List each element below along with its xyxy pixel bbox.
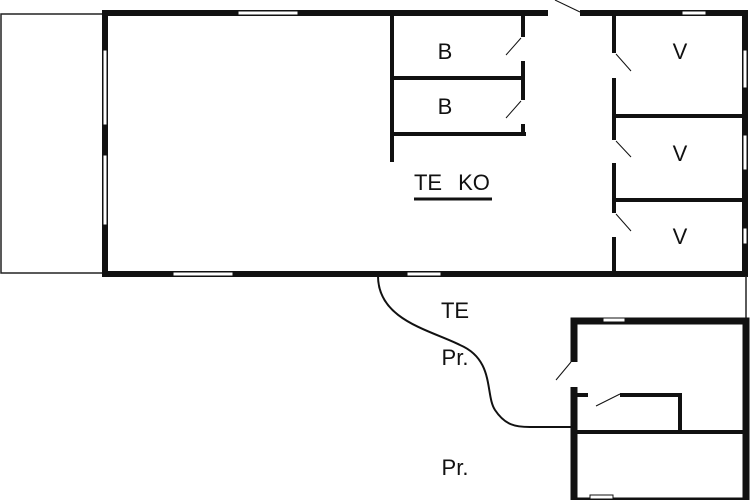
terrace-curve bbox=[377, 275, 572, 428]
room-label-bedroom-2: V bbox=[672, 141, 688, 166]
main-house-walls bbox=[102, 10, 748, 277]
annex-interior-walls bbox=[577, 393, 744, 434]
room-label-bedroom-3: V bbox=[672, 224, 688, 249]
annex-door-gap bbox=[569, 362, 579, 387]
annex-windows bbox=[589, 317, 626, 500]
room-label-bath-2: B bbox=[437, 94, 453, 119]
room-label-porch-lower: Pr. bbox=[441, 455, 469, 480]
interior-walls bbox=[390, 14, 744, 273]
terrace-outline bbox=[0, 13, 104, 274]
room-label-bath-1: B bbox=[437, 39, 453, 64]
room-label-kitchen: KO bbox=[458, 170, 490, 195]
room-label-kitchen-overlay: TE bbox=[413, 170, 443, 195]
entrance-door-gap bbox=[548, 9, 580, 17]
door-swings bbox=[505, 37, 632, 232]
annex-inner-door-swing bbox=[595, 393, 621, 407]
entrance-door-swing bbox=[554, 0, 581, 13]
annex-door-swing bbox=[555, 361, 572, 381]
windows bbox=[102, 10, 748, 277]
room-label-bedroom-1: V bbox=[672, 39, 688, 64]
annex-walls bbox=[570, 317, 750, 500]
room-label-porch-upper: Pr. bbox=[441, 345, 469, 370]
room-label-terrace: TE bbox=[440, 298, 470, 323]
